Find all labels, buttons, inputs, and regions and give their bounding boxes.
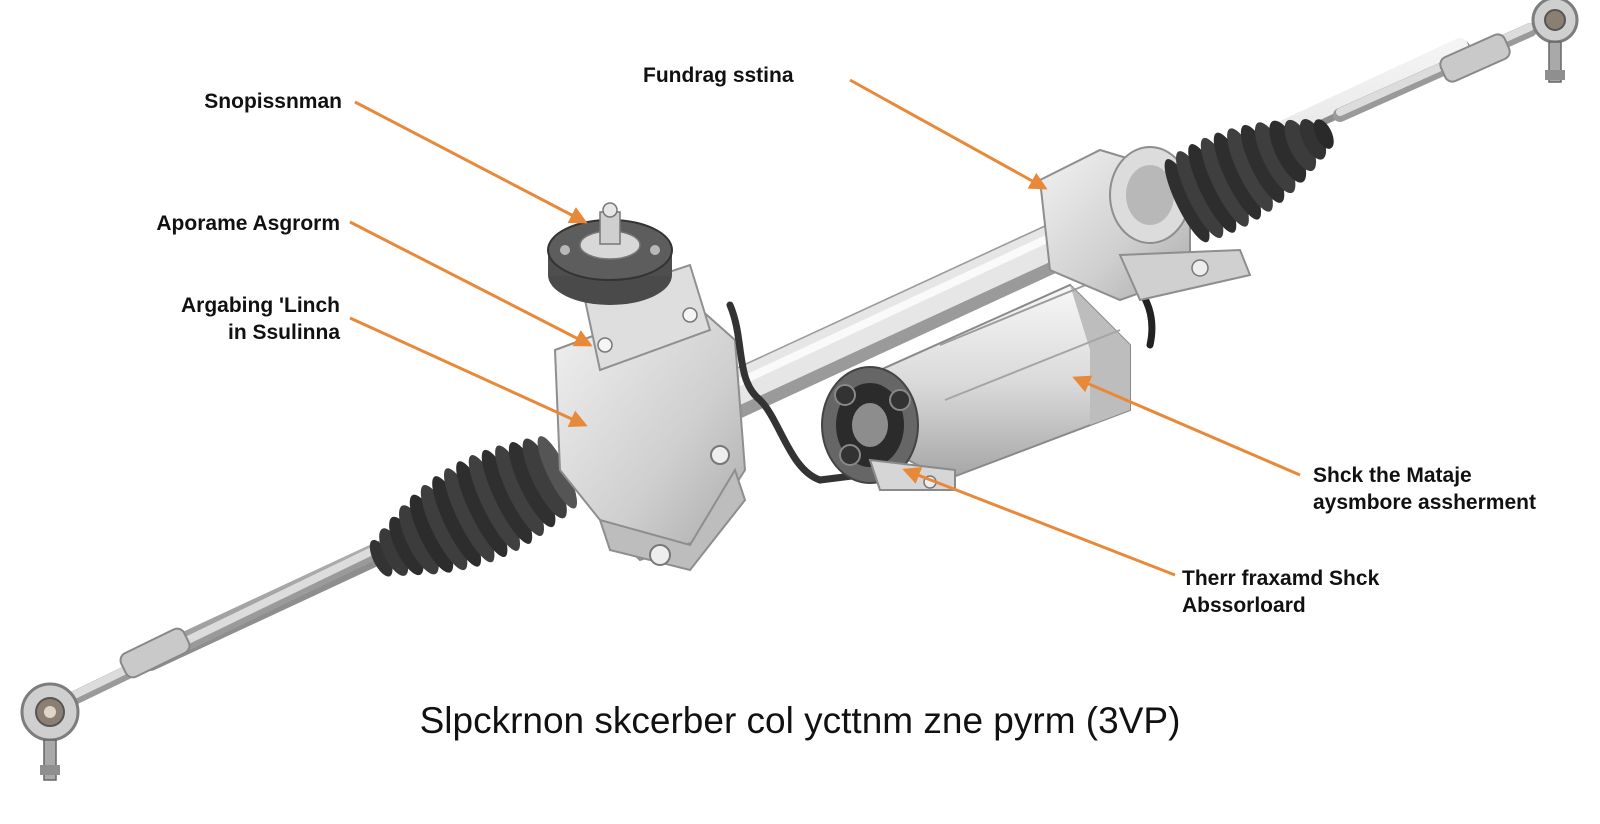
leader-therr [902, 467, 1176, 577]
label-snopissnman-text: Snopissnman [204, 90, 342, 113]
left-tie-rod [63, 548, 377, 707]
label-fundrag: Fundrag sstina [643, 62, 794, 89]
leader-argabing [349, 316, 588, 427]
label-fundrag-text: Fundrag sstina [643, 64, 794, 87]
label-therr-line2: Abssorloard [1182, 594, 1306, 617]
leader-snopissnman [354, 100, 588, 224]
pinion-top [547, 202, 673, 305]
leader-aporame [349, 220, 593, 347]
right-tie-rod [1333, 23, 1537, 122]
leader-fundrag [849, 78, 1048, 190]
motor-assembly [821, 256, 1156, 491]
leader-lines [349, 78, 1301, 577]
hydraulic-tube [726, 301, 904, 484]
label-aporame-text: Aporame Asgrorm [156, 212, 340, 235]
label-therr-line1: Therr fraxamd Shck [1182, 567, 1380, 590]
left-bellows-boot [369, 436, 578, 577]
left-tie-rod-end [20, 682, 80, 781]
label-shck-mataje: Shck the Mataje aysmbore assherment [1313, 462, 1536, 516]
label-snopissnman: Snopissnman [204, 88, 342, 115]
right-bellows-boot [1164, 119, 1334, 243]
right-tie-rod-end [1531, 0, 1579, 83]
label-argabing: Argabing 'Linch in Ssulinna [181, 292, 340, 346]
label-argabing-line1: Argabing 'Linch [181, 294, 340, 317]
label-shck-mataje-line1: Shck the Mataje [1313, 464, 1472, 487]
label-therr-absorber: Therr fraxamd Shck Abssorloard [1182, 565, 1379, 619]
label-aporame-asgrorm: Aporame Asgrorm [156, 210, 340, 237]
label-shck-mataje-line2: aysmbore assherment [1313, 491, 1536, 514]
label-argabing-line2: in Ssulinna [227, 321, 340, 344]
diagram-caption: Slpckrnon skcerber col ycttnm zne pyrm (… [419, 700, 1181, 741]
leader-shck-mataje [1072, 375, 1301, 477]
pinion-housing [553, 263, 747, 572]
